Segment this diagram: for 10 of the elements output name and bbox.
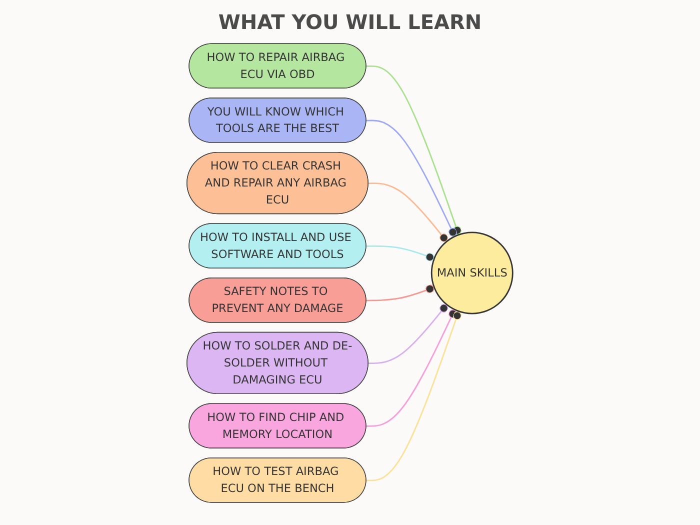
connector — [366, 65, 462, 235]
connector — [366, 309, 458, 427]
connector — [368, 304, 448, 364]
node-circle: MAIN SKILLS — [431, 232, 514, 314]
title: WHAT YOU WILL LEARN — [217, 10, 483, 34]
connector — [366, 284, 435, 302]
connector — [366, 120, 458, 237]
connector — [366, 311, 462, 482]
connector — [366, 245, 435, 262]
connector — [368, 182, 448, 242]
